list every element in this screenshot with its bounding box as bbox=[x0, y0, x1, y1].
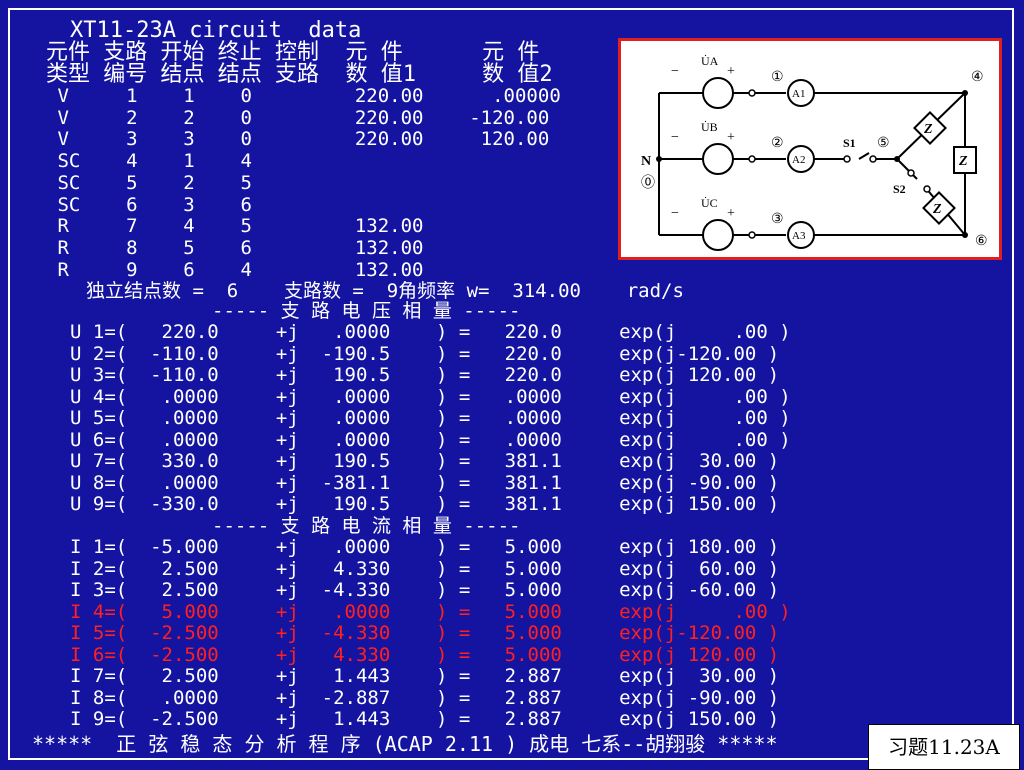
voltage-row: U 8=( .0000 +j -381.1 ) = 381.1 exp(j -9… bbox=[70, 471, 780, 494]
element-row: R 8 5 6 132.00 bbox=[46, 236, 424, 259]
voltage-row: U 5=( .0000 +j .0000 ) = .0000 exp(j .00… bbox=[70, 407, 791, 429]
neutral-label: N bbox=[641, 154, 651, 169]
ammeter-a1-label: A1 bbox=[792, 88, 805, 100]
switch-s1-label: S1 bbox=[843, 136, 856, 150]
current-row: I 4=( 5.000 +j .0000 ) = 5.000 exp(j .00… bbox=[70, 600, 791, 623]
node3-label: ③ bbox=[771, 212, 784, 227]
current-section-title: ----- 支 路 电 流 相 量 ----- bbox=[212, 515, 521, 537]
table-header-line2: 类型 编号 结点 结点 支路 数 值1 数 值2 bbox=[46, 62, 553, 87]
source-a-plus: + bbox=[727, 64, 735, 79]
voltage-row: U 4=( .0000 +j .0000 ) = .0000 exp(j .00… bbox=[70, 385, 791, 408]
voltage-row: U 3=( -110.0 +j 190.5 ) = 220.0 exp(j 12… bbox=[70, 364, 780, 386]
voltage-row: U 7=( 330.0 +j 190.5 ) = 381.1 exp(j 30.… bbox=[70, 450, 780, 472]
voltage-row: U 1=( 220.0 +j .0000 ) = 220.0 exp(j .00… bbox=[70, 321, 791, 343]
source-b-minus: − bbox=[671, 130, 679, 145]
impedance-z-lower: Z bbox=[932, 202, 942, 217]
node6-label: ⑥ bbox=[975, 234, 988, 249]
current-row: I 2=( 2.500 +j 4.330 ) = 5.000 exp(j 60.… bbox=[70, 557, 780, 580]
node5-label: ⑤ bbox=[877, 136, 890, 151]
current-row: I 6=( -2.500 +j 4.330 ) = 5.000 exp(j 12… bbox=[70, 643, 780, 666]
current-row: I 7=( 2.500 +j 1.443 ) = 2.887 exp(j 30.… bbox=[70, 665, 780, 687]
element-row: V 3 3 0 220.00 120.00 bbox=[46, 128, 550, 151]
program-footer: ***** 正 弦 稳 态 分 析 程 序 (ACAP 2.11 ) 成电 七系… bbox=[32, 732, 778, 756]
element-row: V 1 1 0 220.00 .00000 bbox=[46, 85, 561, 107]
neutral-node-label: ⓪ bbox=[641, 175, 655, 191]
source-c-plus: + bbox=[727, 206, 735, 221]
exercise-badge: 习题11.23A bbox=[868, 724, 1020, 770]
current-row: I 5=( -2.500 +j -4.330 ) = 5.000 exp(j-1… bbox=[70, 622, 780, 644]
impedance-z-vertical: Z bbox=[958, 154, 968, 169]
switch-s2-label: S2 bbox=[893, 182, 906, 196]
voltage-section-title: ----- 支 路 电 压 相 量 ----- bbox=[212, 300, 521, 322]
source-b-label: U̇B bbox=[701, 120, 718, 134]
impedance-z-upper: Z bbox=[923, 122, 933, 137]
voltage-row: U 6=( .0000 +j .0000 ) = .0000 exp(j .00… bbox=[70, 428, 791, 451]
summary-line: 独立结点数 = 6 支路数 = 9角频率 w= 314.00 rad/s bbox=[86, 280, 684, 302]
element-row: SC 6 3 6 bbox=[46, 193, 252, 216]
source-a-minus: − bbox=[671, 64, 679, 79]
element-row: R 9 6 4 132.00 bbox=[46, 258, 424, 281]
element-row: R 7 4 5 132.00 bbox=[46, 215, 424, 238]
element-row: V 2 2 0 220.00 -120.00 bbox=[46, 106, 550, 129]
source-c-label: U̇C bbox=[701, 196, 718, 210]
table-header-line1: 元件 支路 开始 终止 控制 元 件 元 件 bbox=[46, 40, 540, 65]
console-frame bbox=[8, 8, 1014, 760]
node2-label: ② bbox=[771, 136, 784, 151]
source-c-minus: − bbox=[671, 206, 679, 221]
current-row: I 9=( -2.500 +j 1.443 ) = 2.887 exp(j 15… bbox=[70, 708, 780, 730]
current-row: I 3=( 2.500 +j -4.330 ) = 5.000 exp(j -6… bbox=[70, 579, 780, 601]
node4-label: ④ bbox=[971, 70, 984, 85]
voltage-row: U 2=( -110.0 +j -190.5 ) = 220.0 exp(j-1… bbox=[70, 342, 780, 365]
ammeter-a2-label: A2 bbox=[792, 154, 805, 166]
ammeter-a3-label: A3 bbox=[792, 230, 806, 242]
current-row: I 8=( .0000 +j -2.887 ) = 2.887 exp(j -9… bbox=[70, 686, 780, 709]
program-title: XT11-23A circuit data bbox=[70, 18, 362, 43]
element-row: SC 4 1 4 bbox=[46, 150, 252, 173]
circuit-diagram: − + − + − + U̇A U̇B U̇C A1 A2 A3 ① ② ③ ④… bbox=[618, 38, 1002, 260]
source-a-label: U̇A bbox=[701, 54, 719, 68]
element-row: SC 5 2 5 bbox=[46, 171, 252, 194]
current-row: I 1=( -5.000 +j .0000 ) = 5.000 exp(j 18… bbox=[70, 536, 780, 558]
source-b-plus: + bbox=[727, 130, 735, 145]
voltage-row: U 9=( -330.0 +j 190.5 ) = 381.1 exp(j 15… bbox=[70, 493, 780, 515]
node1-label: ① bbox=[771, 70, 784, 85]
